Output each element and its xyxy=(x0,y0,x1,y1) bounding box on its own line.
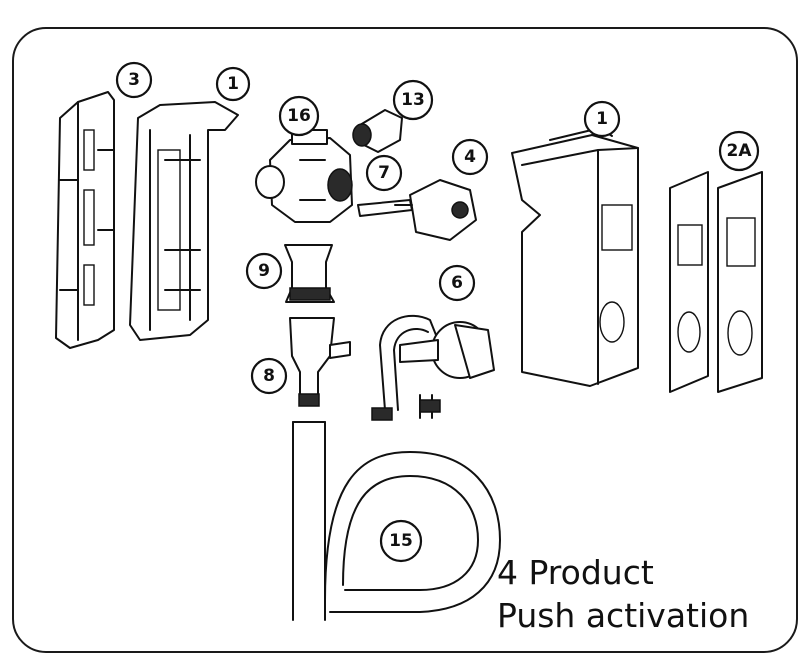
callout-screw: 7 xyxy=(365,154,403,192)
solenoid-part xyxy=(394,179,477,241)
callout-cover-box: 1 xyxy=(583,100,621,138)
callout-valve-body: 16 xyxy=(278,95,320,137)
callout-pump-unit: 6 xyxy=(438,264,476,302)
svg-text:1: 1 xyxy=(596,109,608,129)
callout-union-nut: 9 xyxy=(245,252,283,290)
mounting-frame-part xyxy=(55,91,115,349)
caption-line-1: 4 Product xyxy=(497,553,654,592)
callout-hose: 15 xyxy=(379,519,423,563)
caption-line-2: Push activation xyxy=(497,596,750,635)
svg-text:13: 13 xyxy=(401,90,425,110)
fitting-part xyxy=(289,317,351,407)
pump-unit-part xyxy=(371,315,495,421)
hose-part xyxy=(292,421,501,621)
svg-text:7: 7 xyxy=(378,163,390,183)
callout-bracket: 1 xyxy=(215,66,251,102)
svg-text:4: 4 xyxy=(464,147,476,167)
bracket-part xyxy=(129,101,239,341)
plate-part xyxy=(669,171,763,393)
svg-text:9: 9 xyxy=(258,261,270,281)
svg-text:3: 3 xyxy=(128,70,140,90)
callout-fitting: 8 xyxy=(250,357,288,395)
svg-text:2A: 2A xyxy=(727,141,753,161)
callout-connector-top: 13 xyxy=(392,79,434,121)
svg-text:6: 6 xyxy=(451,273,463,293)
cover-box-part xyxy=(511,127,639,387)
connector-part xyxy=(352,109,403,153)
callout-plate: 2A xyxy=(718,130,760,172)
screw-part xyxy=(357,199,413,217)
svg-text:8: 8 xyxy=(263,366,275,386)
valve-body-part xyxy=(255,129,353,223)
callout-frame-left: 3 xyxy=(115,61,153,99)
callout-solenoid: 4 xyxy=(451,138,489,176)
union-nut-part xyxy=(284,244,335,303)
svg-text:1: 1 xyxy=(227,74,239,94)
svg-text:15: 15 xyxy=(389,531,413,551)
svg-text:16: 16 xyxy=(287,106,311,126)
